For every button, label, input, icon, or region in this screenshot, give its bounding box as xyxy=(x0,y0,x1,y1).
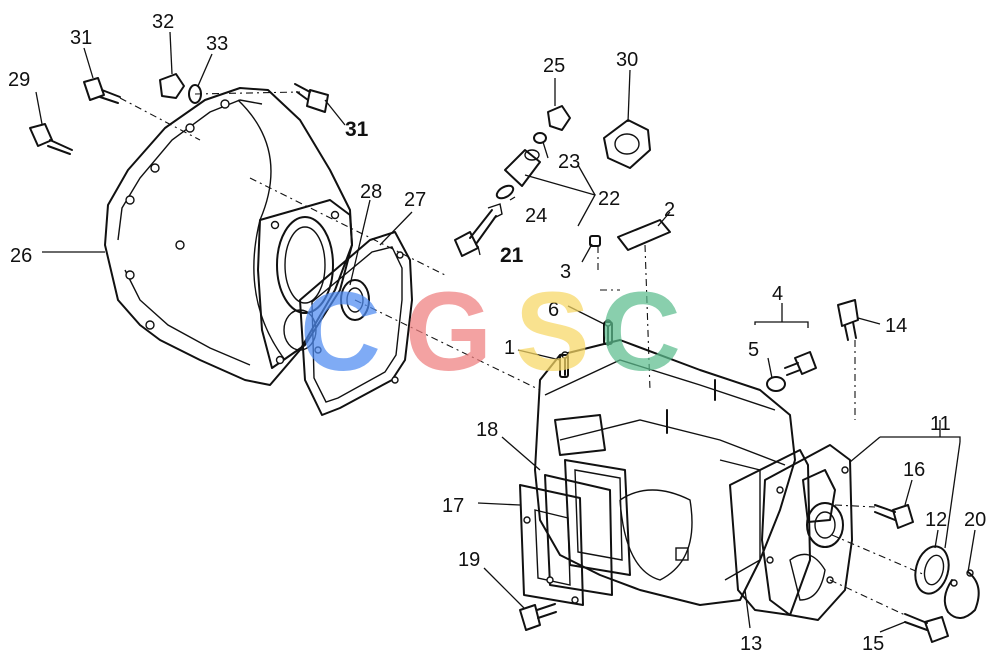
watermark-letter-c2: C xyxy=(600,269,681,394)
name-plate xyxy=(617,219,671,251)
o-ring-23 xyxy=(533,132,547,144)
callout-29: 29 xyxy=(8,69,30,91)
watermark-letter-c1: C xyxy=(300,269,381,394)
callout-5: 5 xyxy=(748,339,759,361)
cgsc-watermark: C G S C xyxy=(300,269,681,394)
callout-31-right: 31 xyxy=(345,118,369,141)
callout-1: 1 xyxy=(504,337,515,359)
oil-seal xyxy=(340,279,370,321)
nut-25 xyxy=(547,105,571,131)
bolt-31-left xyxy=(83,77,121,104)
callout-13: 13 xyxy=(740,633,762,655)
sleeve-22 xyxy=(504,149,541,187)
callout-18: 18 xyxy=(476,419,498,441)
flywheel-housing xyxy=(104,87,353,386)
seal-ring xyxy=(914,545,950,595)
callout-11: 11 xyxy=(930,413,951,435)
callout-22: 22 xyxy=(598,188,620,210)
bolt-29 xyxy=(29,123,73,155)
callout-31-left: 31 xyxy=(70,27,92,49)
o-ring-24 xyxy=(495,184,515,200)
plug-3 xyxy=(589,235,601,247)
bolt-4 xyxy=(784,351,817,376)
callout-4: 4 xyxy=(772,283,783,305)
callout-2: 2 xyxy=(664,199,675,221)
breather-14 xyxy=(837,299,859,341)
callout-6: 6 xyxy=(548,299,559,321)
callout-20: 20 xyxy=(964,509,986,531)
callout-23: 23 xyxy=(558,151,580,173)
callout-14: 14 xyxy=(885,315,907,337)
nut-32 xyxy=(159,73,185,99)
leader-lines xyxy=(35,31,976,633)
seal-30 xyxy=(603,119,651,169)
snap-ring xyxy=(943,569,980,619)
callout-26: 26 xyxy=(10,245,32,267)
callout-15: 15 xyxy=(862,633,884,655)
callout-12: 12 xyxy=(925,509,947,531)
rear-cover-gasket xyxy=(729,449,811,616)
washer-5 xyxy=(766,376,786,392)
rear-cover xyxy=(761,444,853,621)
callout-25: 25 xyxy=(543,55,565,77)
dowel-pin-6 xyxy=(559,321,613,378)
watermark-letter-s: S xyxy=(515,269,590,394)
side-cover-gasket xyxy=(544,474,613,596)
bolt-15 xyxy=(904,613,949,643)
callout-16: 16 xyxy=(903,459,925,481)
callout-3: 3 xyxy=(560,261,571,283)
callout-21: 21 xyxy=(500,244,524,267)
watermark-letter-g: G xyxy=(405,269,492,394)
assembly-lines xyxy=(119,91,926,616)
callout-19: 19 xyxy=(458,549,480,571)
callout-33: 33 xyxy=(206,33,228,55)
callout-28: 28 xyxy=(360,181,382,203)
side-cover xyxy=(519,484,584,606)
callout-30: 30 xyxy=(616,49,638,71)
callout-labels: 29 31 32 33 31 26 28 27 21 24 22 23 25 3… xyxy=(8,11,986,655)
callout-17: 17 xyxy=(442,495,464,517)
callout-27: 27 xyxy=(404,189,426,211)
bolt-16 xyxy=(874,504,914,529)
callout-32: 32 xyxy=(152,11,174,33)
bolt-19 xyxy=(519,603,557,631)
bolt-31-right xyxy=(294,83,329,113)
gasket xyxy=(299,231,413,416)
callout-24: 24 xyxy=(525,205,547,227)
